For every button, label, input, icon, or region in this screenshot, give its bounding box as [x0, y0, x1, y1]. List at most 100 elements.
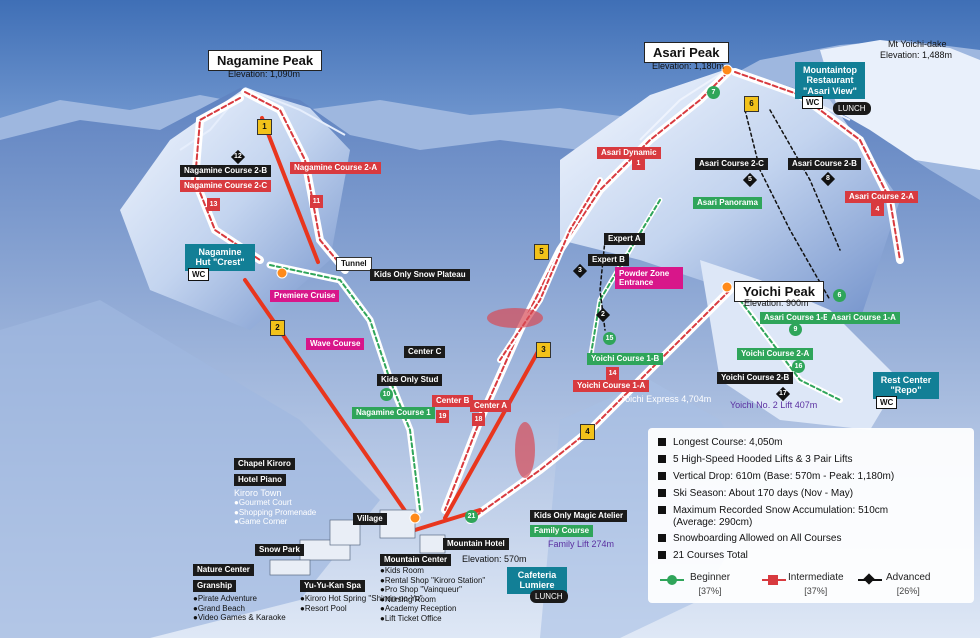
legend-pct: [37%]	[698, 586, 722, 596]
lift-2-icon: 2	[270, 320, 285, 336]
town-item: Gourmet Court	[234, 498, 316, 508]
nagamine-peak-label: Nagamine Peak	[208, 50, 323, 71]
nature-center-label[interactable]: Nature Center	[193, 564, 254, 576]
powder-zone-entrance[interactable]: Powder Zone Entrance	[615, 267, 683, 290]
course-asari-panorama[interactable]: Asari Panorama	[693, 197, 762, 209]
info-text: Ski Season: About 170 days (Nov - May)	[673, 488, 854, 499]
mountain-hotel-label[interactable]: Mountain Hotel	[443, 538, 509, 550]
asari-elevation: Elevation: 1,180m	[652, 61, 725, 71]
info-text: Maximum Recorded Snow Accumulation: 510c…	[673, 505, 889, 516]
info-season: Ski Season: About 170 days (Nov - May)	[658, 488, 853, 499]
legend-symbols	[660, 573, 882, 585]
course-premiere-cruise[interactable]: Premiere Cruise	[270, 290, 340, 302]
course-number-6: 6	[833, 289, 846, 302]
course-nagamine-2c[interactable]: Nagamine Course 2-C	[180, 180, 272, 192]
hotel-piano[interactable]: Hotel Piano	[234, 474, 287, 486]
granship-item: Video Games & Karaoke	[193, 613, 286, 623]
center-item: Rental Shop "Kiroro Station"	[380, 576, 485, 586]
resort-info-box: Longest Course: 4,050m 5 High-Speed Hood…	[648, 428, 974, 603]
course-asari-dynamic[interactable]: Asari Dynamic	[597, 147, 661, 159]
wc-asari: WC	[802, 96, 824, 109]
course-kids-only-stud[interactable]: Kids Only Stud	[377, 374, 443, 386]
info-vertical: Vertical Drop: 610m (Base: 570m - Peak: …	[658, 471, 894, 482]
info-snowboard: Snowboarding Allowed on All Courses	[658, 533, 841, 544]
chapel-kiroro[interactable]: Chapel Kiroro	[234, 458, 295, 470]
info-lifts: 5 High-Speed Hooded Lifts & 3 Pair Lifts	[658, 454, 853, 465]
legend-label: Intermediate	[788, 572, 844, 583]
course-yoichi-1b[interactable]: Yoichi Course 1-B	[587, 353, 664, 365]
course-asari-1b[interactable]: Asari Course 1-B	[760, 312, 833, 324]
course-center-a[interactable]: Center A	[470, 400, 512, 412]
info-longest: Longest Course: 4,050m	[658, 437, 783, 448]
asari-peak-label: Asari Peak	[644, 42, 729, 63]
yoichi-elevation: Elevation: 900m	[744, 298, 809, 308]
yoichi-express-label: Yoichi Express 4,704m	[620, 394, 712, 404]
course-nagamine-2b[interactable]: Nagamine Course 2-B	[180, 165, 272, 177]
cafeteria-lumiere[interactable]: Cafeteria Lumiere	[507, 567, 567, 594]
course-number-21: 21	[465, 510, 478, 523]
info-text: 21 Courses Total	[673, 550, 748, 561]
course-asari-2c[interactable]: Asari Course 2-C	[695, 158, 768, 170]
lift-5-icon: 5	[534, 244, 549, 260]
beginner-icon	[667, 575, 677, 585]
advanced-icon	[863, 573, 875, 585]
lunch-cafeteria: LUNCH	[530, 590, 568, 603]
lift-6-icon: 6	[744, 96, 759, 112]
info-text: Vertical Drop: 610m (Base: 570m - Peak: …	[673, 471, 895, 482]
course-number-18: 18	[472, 413, 485, 426]
course-number-14: 14	[606, 367, 619, 380]
yoichi-dake-elevation: Elevation: 1,488m	[880, 50, 953, 60]
legend-advanced: Advanced[26%]	[886, 572, 930, 596]
lift-1-icon: 1	[257, 119, 272, 135]
wc-nagamine: WC	[188, 268, 210, 281]
course-center-c[interactable]: Center C	[404, 346, 446, 358]
nagamine-hut[interactable]: Nagamine Hut "Crest"	[185, 244, 255, 271]
lunch-asari: LUNCH	[833, 102, 871, 115]
legend-pct: [37%]	[804, 586, 828, 596]
info-text: Longest Course: 4,050m	[673, 437, 783, 448]
course-number-7: 7	[707, 86, 720, 99]
course-asari-2a[interactable]: Asari Course 2-A	[845, 191, 918, 203]
granship-label[interactable]: Granship	[193, 580, 237, 592]
town-item: Game Corner	[234, 517, 316, 527]
legend-label: Beginner	[690, 572, 731, 583]
rest-center-repo[interactable]: Rest Center "Repo"	[873, 372, 939, 399]
info-snow-average: (Average: 290cm)	[673, 517, 753, 528]
village-label[interactable]: Village	[353, 513, 387, 525]
legend-beginner: Beginner [37%]	[690, 572, 730, 596]
info-total: 21 Courses Total	[658, 550, 748, 561]
spa-list: Kiroro Hot Spring "Shinrin-no-Yu" Resort…	[300, 594, 423, 613]
yu-yu-kan-spa-label[interactable]: Yu-Yu-Kan Spa	[300, 580, 365, 592]
course-number-19: 19	[436, 410, 449, 423]
course-center-b[interactable]: Center B	[432, 395, 474, 407]
kiroro-town-list: Gourmet Court Shopping Promenade Game Co…	[234, 498, 316, 527]
course-asari-1a[interactable]: Asari Course 1-A	[827, 312, 900, 324]
legend-intermediate: Intermediate [37%]	[788, 572, 844, 596]
kids-only-magic-atelier[interactable]: Kids Only Magic Atelier	[530, 510, 628, 522]
center-item: Pro Shop "Vainqueur"	[380, 585, 485, 595]
course-asari-2b[interactable]: Asari Course 2-B	[788, 158, 861, 170]
course-yoichi-2b[interactable]: Yoichi Course 2-B	[717, 372, 794, 384]
snow-park-label[interactable]: Snow Park	[255, 544, 304, 556]
course-yoichi-2a[interactable]: Yoichi Course 2-A	[737, 348, 814, 360]
lift-4-icon: 4	[580, 424, 595, 440]
mountaintop-restaurant[interactable]: Mountaintop Restaurant "Asari View"	[795, 62, 865, 100]
spa-item: Kiroro Hot Spring "Shinrin-no-Yu"	[300, 594, 423, 604]
mountain-center-label[interactable]: Mountain Center	[380, 554, 452, 566]
course-number-16: 16	[792, 360, 805, 373]
course-yoichi-1a[interactable]: Yoichi Course 1-A	[573, 380, 650, 392]
kids-only-snow-plateau[interactable]: Kids Only Snow Plateau	[370, 269, 470, 281]
course-nagamine-2a[interactable]: Nagamine Course 2-A	[290, 162, 382, 174]
center-item: Kids Room	[380, 566, 485, 576]
course-number-1: 1	[632, 157, 645, 170]
course-nagamine-1[interactable]: Nagamine Course 1	[352, 407, 435, 419]
legend-pct: [26%]	[896, 586, 920, 596]
course-expert-b[interactable]: Expert B	[588, 254, 629, 266]
course-expert-a[interactable]: Expert A	[604, 233, 645, 245]
yoichi-peak-label: Yoichi Peak	[734, 281, 825, 302]
info-text: 5 High-Speed Hooded Lifts & 3 Pair Lifts	[673, 454, 853, 465]
course-number-13: 13	[207, 198, 220, 211]
course-wave[interactable]: Wave Course	[306, 338, 365, 350]
course-family[interactable]: Family Course	[530, 525, 594, 537]
town-item: Shopping Promenade	[234, 508, 316, 518]
